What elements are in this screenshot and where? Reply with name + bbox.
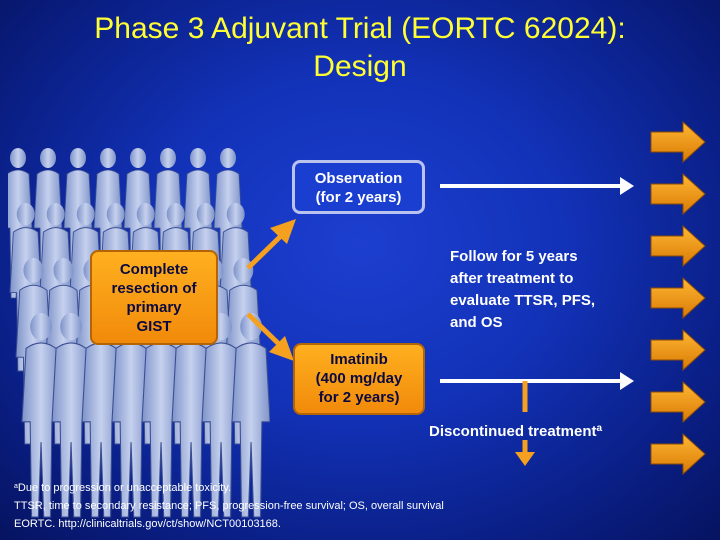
arrow-to-imatinib <box>246 312 285 350</box>
footnote-3: EORTC. http://clinicaltrials.gov/ct/show… <box>14 518 281 530</box>
right-arrow-icon <box>650 277 706 319</box>
right-arrow-column-icon <box>650 121 706 475</box>
footnote-1: aDue to progression or unacceptable toxi… <box>14 478 574 497</box>
footnotes: aDue to progression or unacceptable toxi… <box>14 478 574 533</box>
footnote-2: TTSR, time to secondary resistance; PFS,… <box>14 500 444 512</box>
imatinib-duration: for 2 years) <box>318 389 400 406</box>
footnote-1-text: Due to progression or unacceptable toxic… <box>17 482 232 494</box>
footnote-marker: a <box>14 483 18 490</box>
title-line-2: Design <box>313 50 407 83</box>
follow-line-2: after treatment to <box>450 270 574 287</box>
follow-line-1: Follow for 5 years <box>450 248 578 265</box>
resection-line-2: resection of <box>111 280 197 297</box>
title-line-1: Phase 3 Adjuvant Trial (EORTC 62024): <box>94 12 626 45</box>
imatinib-label: Imatinib <box>330 351 388 368</box>
resection-line-3: primary <box>126 299 182 316</box>
resection-box: Complete resection of primary GIST <box>90 250 218 345</box>
observation-duration: (for 2 years) <box>315 189 402 206</box>
observation-label: Observation <box>314 170 403 187</box>
follow-up-text: Follow for 5 years after treatment to ev… <box>450 246 640 334</box>
side-arrow-stack <box>650 121 706 475</box>
resection-line-4: GIST <box>136 318 172 335</box>
right-arrow-icon <box>650 381 706 423</box>
follow-line-3: evaluate TTSR, PFS, <box>450 292 596 309</box>
imatinib-arrowhead <box>620 372 634 390</box>
discontinued-footnote-marker: a <box>596 423 603 434</box>
discontinued-treatment-label: Discontinued treatmenta <box>429 419 602 442</box>
follow-line-4: and OS <box>450 314 503 331</box>
right-arrow-icon <box>650 173 706 215</box>
observation-box: Observation (for 2 years) <box>292 160 425 214</box>
resection-line-1: Complete <box>119 261 189 278</box>
discontinued-down-arrowhead <box>515 452 535 466</box>
imatinib-box: Imatinib (400 mg/day for 2 years) <box>293 343 425 415</box>
arrowhead-to-observation <box>270 219 296 244</box>
right-arrow-icon <box>650 433 706 475</box>
slide-title: Phase 3 Adjuvant Trial (EORTC 62024): De… <box>0 10 720 86</box>
arrowhead-to-imatinib <box>269 336 294 361</box>
observation-arrowhead <box>620 177 634 195</box>
right-arrow-icon <box>650 121 706 163</box>
right-arrow-icon <box>650 225 706 267</box>
imatinib-dose: (400 mg/day <box>315 370 403 387</box>
discontinued-text: Discontinued treatment <box>429 423 597 440</box>
arrow-to-observation <box>246 230 287 270</box>
right-arrow-icon <box>650 329 706 371</box>
